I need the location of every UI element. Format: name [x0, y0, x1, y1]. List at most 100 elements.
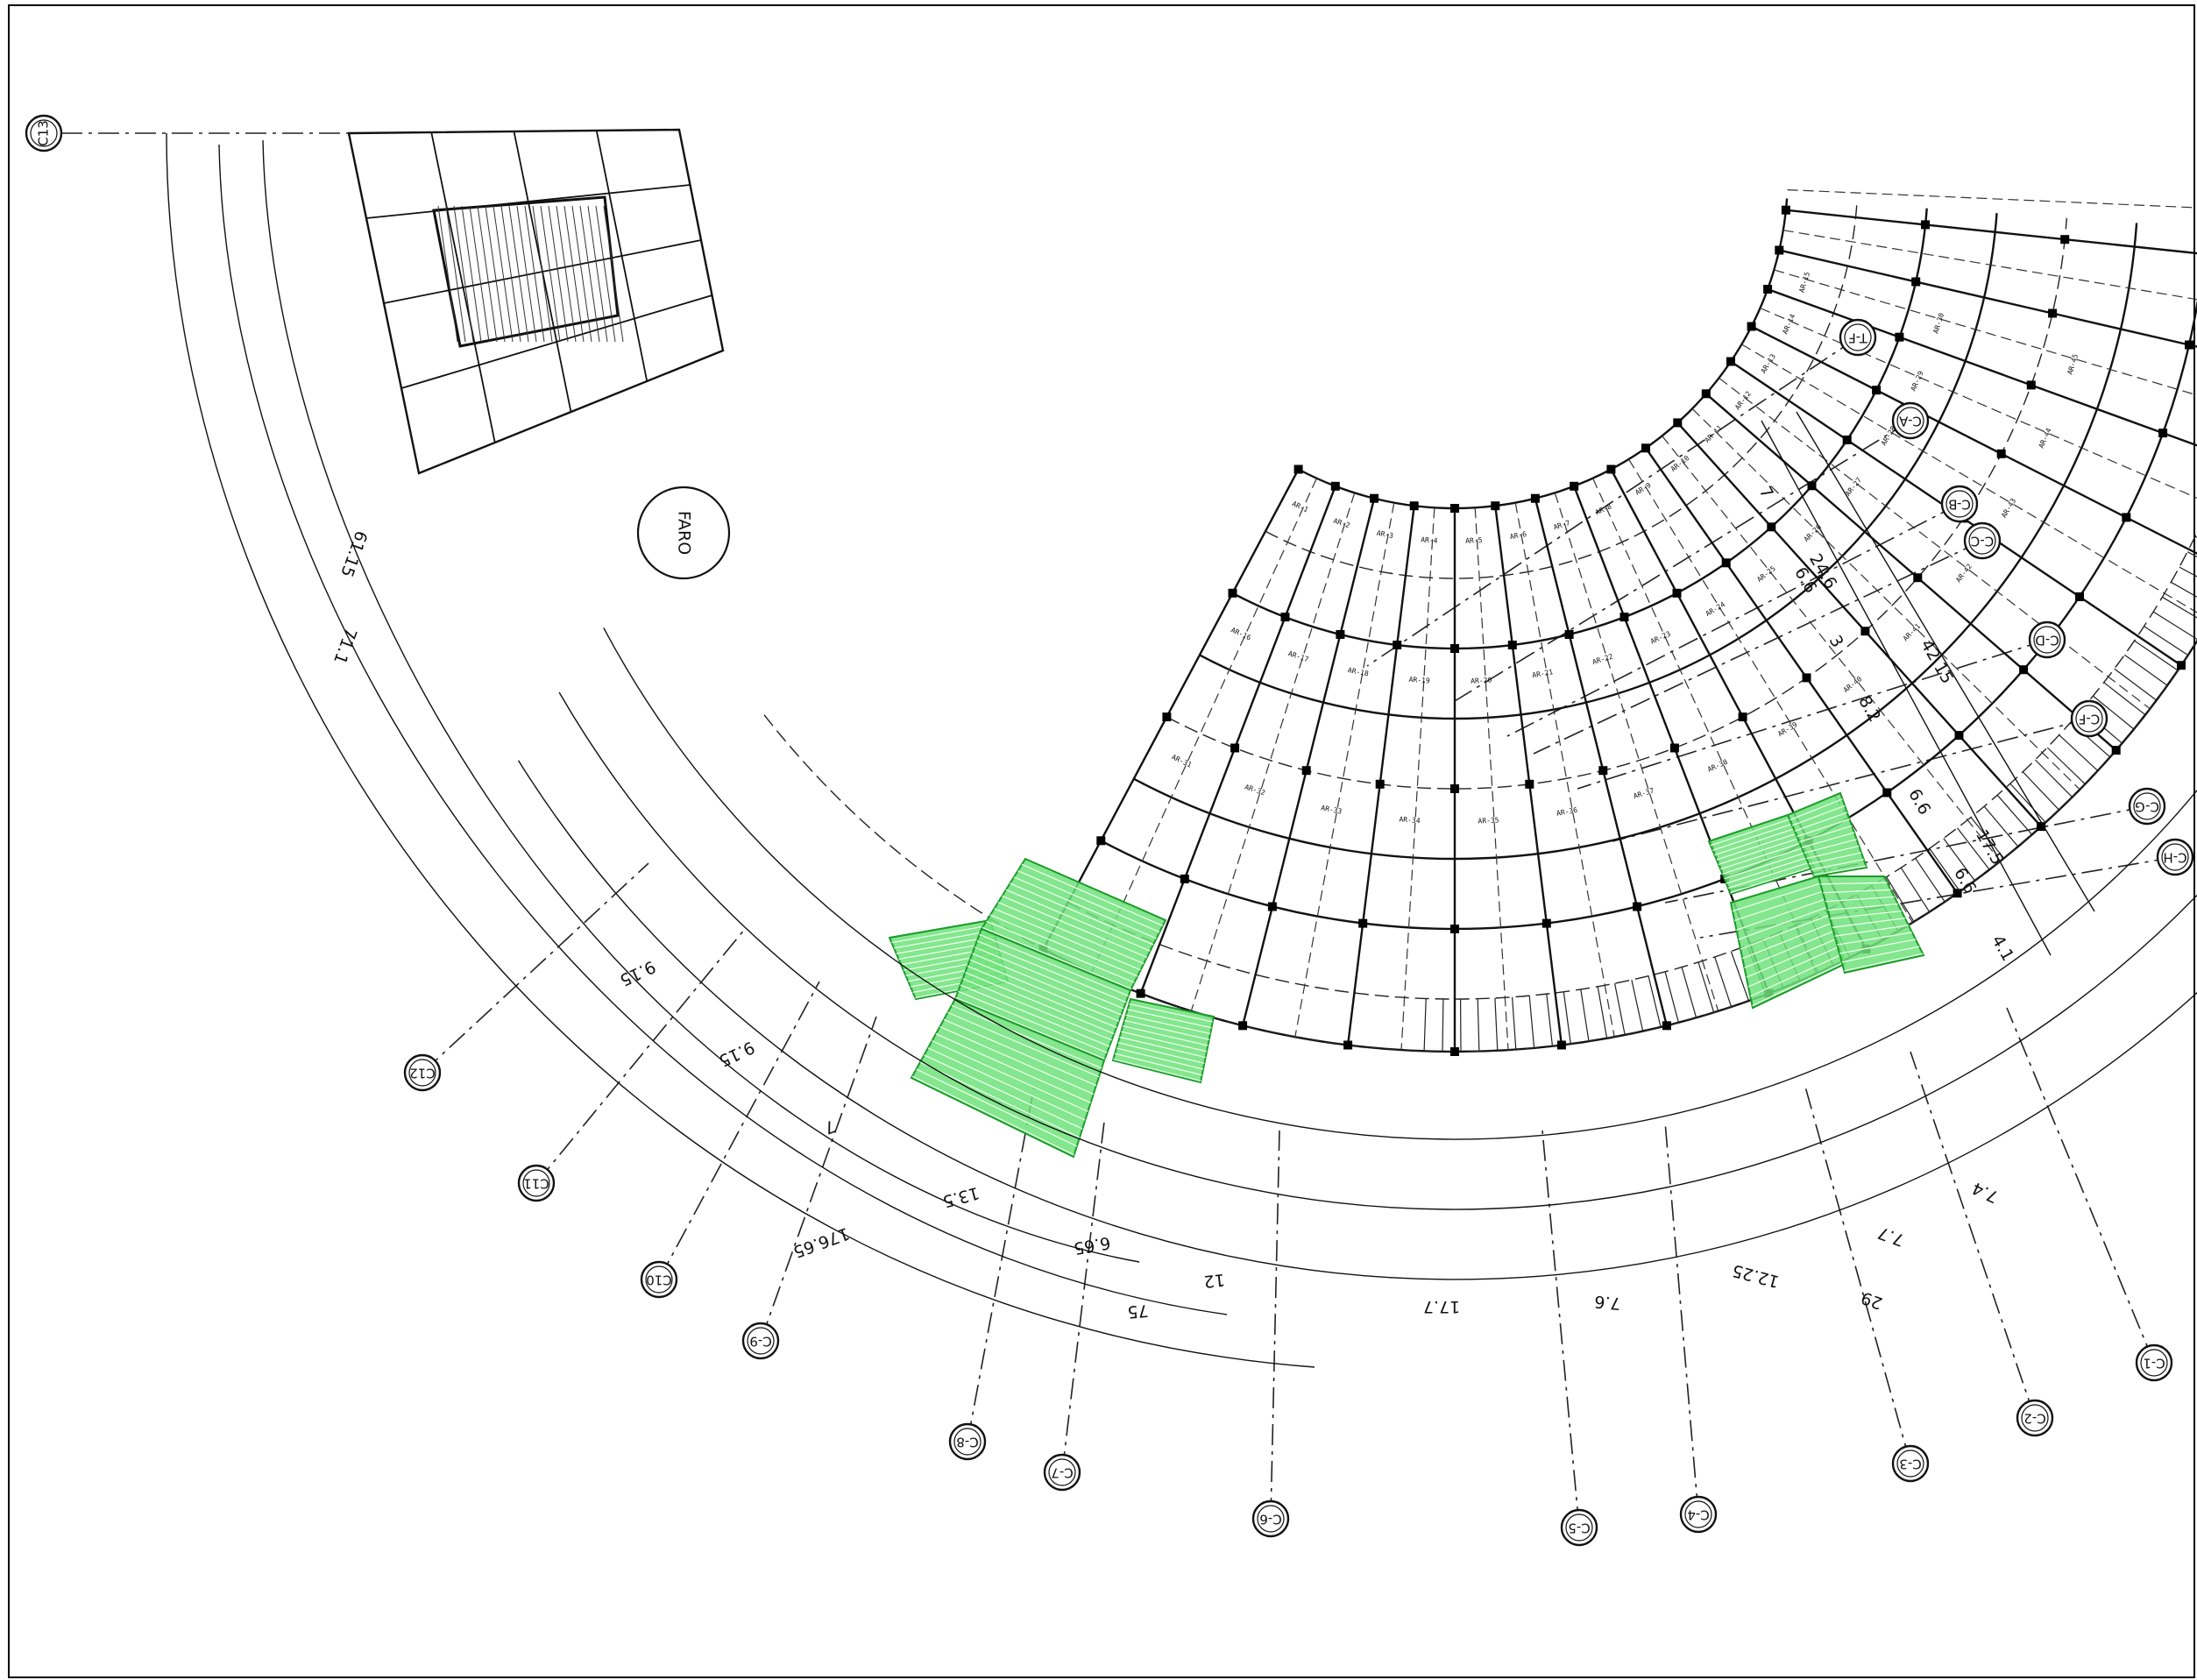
hatched-joist — [2034, 759, 2073, 798]
structure-spoke — [1645, 447, 1959, 894]
slab-tag-label: AR-18 — [1347, 666, 1370, 677]
hatched-joist — [2059, 734, 2099, 771]
structure-column — [1672, 588, 1682, 598]
dimension-value-inner: 12.25 — [1730, 1260, 1781, 1291]
structure-column — [1293, 464, 1303, 474]
highlighted-slab-hatch — [1830, 910, 1902, 920]
hatched-joist — [1900, 867, 1931, 912]
grid-axis-line — [1664, 1121, 1699, 1515]
grid-bubble-outer — [1963, 521, 2002, 560]
dimension-value-inner: 17.7 — [1423, 1297, 1460, 1316]
top-left-block-column — [595, 130, 648, 382]
curved-slab-structure — [763, 189, 2197, 1159]
slab-tag-label: AR-16 — [1230, 626, 1252, 642]
slab-tag-label: AR-19 — [1408, 676, 1430, 685]
hatched-joist — [1631, 979, 1644, 1031]
structure-column — [1228, 588, 1237, 598]
structure-column — [1701, 389, 1711, 399]
grid-bubble: C-4 — [1679, 1495, 1718, 1534]
highlighted-slab-hatch — [1834, 925, 1909, 937]
highlighted-slab-hatch — [927, 1047, 1086, 1121]
dimension-arc — [558, 691, 2197, 1210]
grid-bubble-inner — [1684, 1500, 1712, 1528]
highlighted-slab-hatch — [916, 1068, 1078, 1147]
structure-column — [1556, 1040, 1566, 1050]
highlighted-slab-hatch — [1734, 890, 1824, 922]
grid-bubble-label: C-1 — [2143, 1356, 2165, 1372]
hatched-joist — [2022, 771, 2060, 811]
highlighted-slab-hatch — [947, 1011, 1100, 1078]
hatched-joist — [2144, 626, 2189, 656]
highlighted-slab-hatch — [1730, 866, 1814, 894]
structure-column — [1802, 673, 1811, 683]
dimension-value-inner: 9.15 — [617, 957, 659, 990]
structure-column — [1633, 902, 1642, 911]
structure-column — [1738, 712, 1747, 722]
top-left-block-row — [400, 294, 712, 389]
top-left-hatch-line — [524, 205, 545, 343]
grid-bubble: C-9 — [741, 1322, 780, 1360]
structure-column — [1842, 436, 1852, 444]
hatched-joist — [2093, 695, 2135, 730]
top-left-hatch-line — [579, 205, 600, 343]
slab-tag-label: AR-21 — [1532, 668, 1554, 679]
structure-spoke — [1785, 209, 2197, 255]
grid-bubble-label: C-D — [2035, 633, 2059, 649]
highlighted-slab-hatch — [1841, 946, 1920, 963]
structure-column — [1301, 766, 1311, 776]
grid-bubble-label: C-7 — [1051, 1465, 1073, 1481]
hatched-joist — [1477, 998, 1480, 1052]
highlighted-slab-hatch — [1738, 906, 1828, 940]
structure-column — [1767, 522, 1776, 532]
highlighted-slab-hatch — [962, 978, 1112, 1041]
highlighted-slab-hatch — [1837, 932, 1913, 946]
grid-bubble: C-6 — [1251, 1499, 1290, 1538]
highlighted-slab-panel — [910, 997, 1106, 1159]
structure-column — [1375, 779, 1385, 789]
grid-bubble-label: C12 — [409, 1066, 436, 1081]
structure-column — [1330, 481, 1340, 491]
grid-bubble: C-5 — [1560, 1508, 1598, 1547]
grid-bubble: C-1 — [2135, 1343, 2173, 1382]
hatched-joist — [1423, 998, 1427, 1052]
structure-joist-line — [1400, 507, 1435, 1051]
grid-bubble-label: C-6 — [1259, 1512, 1281, 1528]
slab-tag-label: AR-4 — [1421, 535, 1438, 544]
structure-column — [2048, 308, 2058, 318]
top-left-hatch-line — [548, 205, 569, 343]
highlighted-slab-hatch — [1115, 1053, 1202, 1076]
structure-column — [1860, 627, 1870, 636]
grid-bubble-inner — [2033, 626, 2061, 654]
slab-tag-label: AR-37 — [1633, 786, 1655, 800]
structure-ring — [1133, 223, 2138, 861]
grid-bubble-inner — [522, 1169, 550, 1197]
structure-column — [1393, 641, 1402, 649]
highlighted-slab-hatch — [935, 1033, 1091, 1103]
grid-axis-line — [1270, 1130, 1280, 1520]
structure-column — [1781, 205, 1790, 215]
hatched-joist — [1681, 967, 1697, 1018]
structure-ring — [1199, 213, 1998, 720]
structure-column — [1570, 481, 1579, 491]
highlighted-slab-hatch — [1123, 1025, 1208, 1046]
slab-tag-label: AR-33 — [1321, 804, 1343, 815]
grid-bubble-inner — [2075, 705, 2103, 733]
grid-bubble-inner — [2021, 1404, 2049, 1432]
grid-bubble-label: C-G — [2135, 799, 2159, 815]
hatched-joist — [1929, 847, 1960, 892]
grid-bubble-label: C-8 — [956, 1435, 978, 1450]
drawing-frame — [8, 4, 2195, 1678]
highlighted-slab-hatch — [1799, 825, 1853, 843]
structure-joist-line — [1190, 493, 1356, 1011]
grid-bubble-outer — [1043, 1453, 1081, 1492]
slab-tag-label: AR-2 — [1332, 517, 1350, 530]
grid-axis-line — [1533, 540, 1983, 755]
dimension-value-inner: 12 — [1202, 1270, 1225, 1291]
slab-tag-label: AR-8 — [1594, 502, 1612, 516]
grid-bubble: C-G — [2128, 787, 2166, 826]
structure-column — [1096, 836, 1106, 846]
structure-column — [1343, 1040, 1353, 1050]
hatched-joist — [1580, 989, 1590, 1042]
grid-bubble-inner — [1896, 407, 1924, 435]
highlighted-slab-hatch — [972, 953, 1122, 1016]
